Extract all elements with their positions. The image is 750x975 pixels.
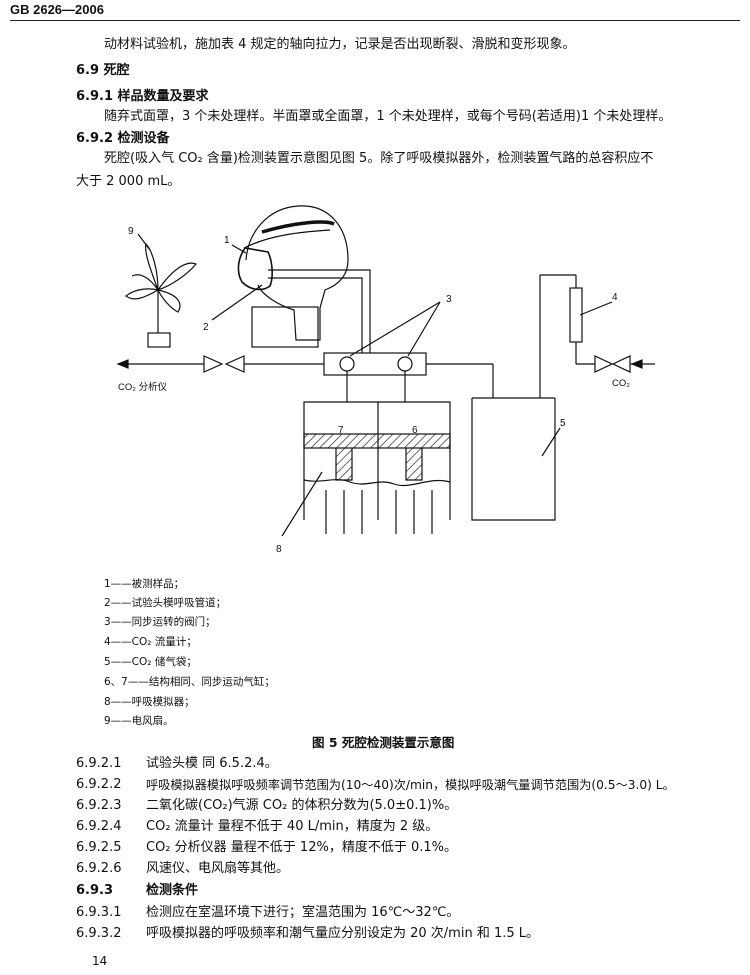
label-2: 2 (203, 322, 209, 333)
item-text: 二氧化碳(CO₂)气源 CO₂ 的体积分数为(5.0±0.1)%。 (146, 798, 458, 813)
page-number: 14 (92, 954, 108, 968)
figure-caption: 图 5 死腔检测装置示意图 (312, 735, 455, 750)
legend-item: 1——被测样品； (104, 578, 185, 590)
section-heading: 6.9 死腔 (76, 63, 130, 78)
label-7: 7 (338, 425, 344, 436)
co2-storage-bag (471, 398, 556, 521)
text-line: 随弃式面罩，3 个未处理样。半面罩或全面罩，1 个未处理样，或每个号码(若适用)… (104, 109, 672, 124)
breathing-pipe (268, 269, 371, 353)
electric-fan (125, 242, 197, 348)
label-1: 1 (224, 235, 230, 246)
item-number: 6.9.2.5 (76, 840, 122, 855)
synchronized-valves (323, 352, 427, 376)
item-number: 6.9.2.2 (76, 777, 122, 792)
label-6: 6 (412, 425, 418, 436)
item-number: 6.9.3.2 (76, 926, 122, 941)
label-8: 8 (276, 544, 282, 555)
item-text: CO₂ 分析仪器 量程不低于 12%，精度不低于 0.1%。 (146, 840, 457, 855)
item-number: 6.9.2.3 (76, 798, 122, 813)
item-number: 6.9.2.6 (76, 861, 122, 876)
subsection-heading: 检测条件 (146, 883, 199, 898)
header-rule (10, 20, 740, 21)
label-co2-analyzer: CO₂ 分析仪 (118, 381, 168, 393)
text-line: 动材料试验机，施加表 4 规定的轴向拉力，记录是否出现断裂、滑脱和变形现象。 (104, 37, 576, 52)
legend-item: 4——CO₂ 流量计； (104, 636, 197, 648)
label-4: 4 (612, 292, 618, 303)
item-text: 风速仪、电风扇等其他。 (146, 861, 290, 876)
subsection-heading: 6.9.2 检测设备 (76, 131, 170, 146)
item-text: 呼吸模拟器模拟呼吸频率调节范围为(10～40)次/min，模拟呼吸潮气量调节范围… (146, 778, 675, 792)
item-text: 呼吸模拟器的呼吸频率和潮气量应分别设定为 20 次/min 和 1.5 L。 (146, 926, 540, 941)
item-number: 6.9.2.4 (76, 819, 122, 834)
standard-header: GB 2626—2006 (10, 2, 104, 17)
subsection-heading: 6.9.1 样品数量及要求 (76, 89, 209, 104)
item-text: 试验头模 同 6.5.2.4。 (146, 756, 278, 771)
text-line: 大于 2 000 mL。 (76, 174, 181, 189)
legend-item: 2——试验头模呼吸管道； (104, 597, 227, 609)
breathing-simulator-box (251, 306, 319, 348)
subsection-heading-number: 6.9.3 (76, 883, 114, 898)
legend-item: 6、7——结构相同、同步运动气缸； (104, 676, 275, 688)
item-text: 检测应在室温环境下进行；室温范围为 16℃～32℃。 (146, 905, 460, 920)
legend-item: 3——同步运转的阀门； (104, 616, 216, 628)
source-valve (594, 355, 631, 373)
dead-space-apparatus-diagram: 1 2 3 4 5 6 7 8 9 CO₂ 分析仪 CO₂ (116, 205, 655, 555)
legend-item: 8——呼吸模拟器； (104, 696, 195, 708)
motion-arrows (325, 490, 433, 534)
synchronous-cylinders (303, 401, 451, 520)
item-number: 6.9.3.1 (76, 905, 122, 920)
item-text: CO₂ 流量计 量程不低于 40 L/min，精度为 2 级。 (146, 819, 439, 834)
legend-item: 5——CO₂ 储气袋； (104, 656, 197, 668)
outlet-valve (203, 355, 245, 373)
item-number: 6.9.2.1 (76, 756, 122, 771)
text-line: 死腔(吸入气 CO₂ 含量)检测装置示意图见图 5。除了呼吸模拟器外，检测装置气… (104, 151, 654, 166)
label-9: 9 (128, 226, 134, 237)
test-head-form (237, 205, 349, 341)
label-3: 3 (446, 294, 452, 305)
legend-item: 9——电风扇。 (104, 715, 174, 727)
label-5: 5 (560, 418, 566, 429)
label-co2-source: CO₂ (612, 378, 630, 389)
